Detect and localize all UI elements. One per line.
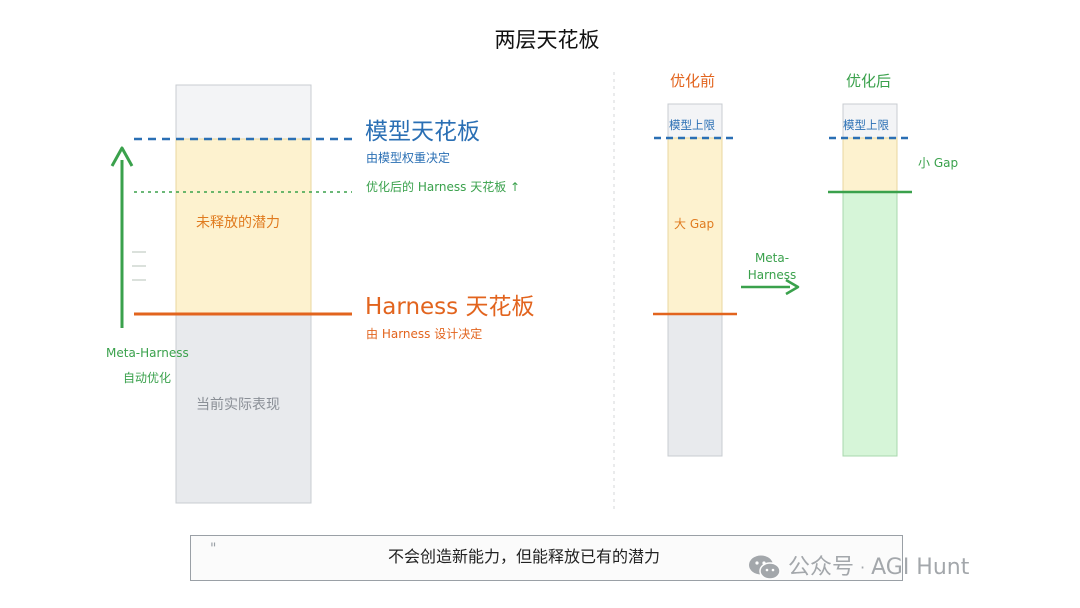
small-gap-label: 小 Gap bbox=[918, 156, 959, 170]
before-title: 优化前 bbox=[670, 72, 716, 90]
before-bar-current bbox=[667, 313, 723, 457]
after-bar-current bbox=[842, 191, 898, 457]
after-title: 优化后 bbox=[846, 72, 892, 90]
harness-ceiling-label: Harness 天花板 bbox=[365, 294, 535, 320]
watermark-separator: · bbox=[860, 558, 866, 577]
after-cap-label: 模型上限 bbox=[843, 118, 889, 132]
wechat-icon bbox=[749, 555, 781, 580]
optimized-harness-ceiling-label: 优化后的 Harness 天花板 ↑ bbox=[366, 180, 521, 194]
watermark-platform: 公众号 bbox=[788, 555, 855, 580]
arrow-label-auto-optimize: 自动优化 bbox=[123, 371, 172, 385]
left-bar-current bbox=[175, 313, 312, 504]
untapped-potential-label: 未释放的潜力 bbox=[196, 215, 280, 231]
after-bar-gap bbox=[842, 137, 898, 193]
big-gap-label: 大 Gap bbox=[674, 217, 715, 231]
watermark: 公众号 · AGI Hunt bbox=[748, 553, 969, 583]
left-bar-top-empty bbox=[175, 84, 312, 140]
arrow-label-meta-harness: Meta-Harness bbox=[106, 346, 189, 360]
watermark-account: AGI Hunt bbox=[871, 555, 970, 580]
harness-ceiling-sublabel: 由 Harness 设计决定 bbox=[366, 327, 483, 341]
transition-arrow-head bbox=[785, 278, 800, 296]
quote-box bbox=[190, 535, 903, 581]
transition-label: Meta-Harness bbox=[747, 251, 797, 282]
current-performance-label: 当前实际表现 bbox=[196, 397, 280, 413]
quote-mark: " bbox=[210, 541, 217, 557]
before-cap-label: 模型上限 bbox=[669, 118, 715, 132]
quote-text: 不会创造新能力，但能释放已有的潜力 bbox=[388, 547, 661, 566]
after-bar-top bbox=[842, 103, 898, 139]
optimization-arrow-head bbox=[110, 146, 134, 167]
model-ceiling-label: 模型天花板 bbox=[365, 119, 480, 145]
model-ceiling-sublabel: 由模型权重决定 bbox=[366, 151, 451, 165]
left-bar-potential bbox=[175, 138, 312, 315]
diagram-title: 两层天花板 bbox=[494, 28, 600, 52]
